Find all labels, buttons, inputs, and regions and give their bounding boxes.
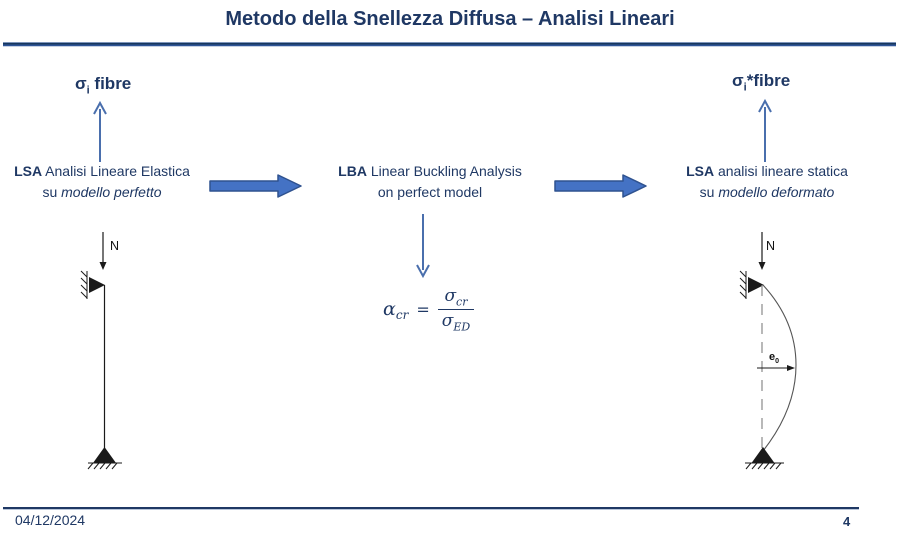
lba-line1: LBA Linear Buckling Analysis xyxy=(322,161,538,182)
up-arrow-icon xyxy=(758,98,772,162)
lsa-elastic-block: LSA Analisi Lineare Elastica su modello … xyxy=(2,161,202,203)
load-arrow-icon xyxy=(99,232,107,270)
eccentricity-dimension-line xyxy=(757,365,795,371)
formula-lhs: αcr xyxy=(383,298,408,322)
sigma-symbol: σ xyxy=(732,71,744,90)
equals-sign: = xyxy=(416,300,430,320)
lsa-tag: LSA xyxy=(686,163,715,179)
line2-prefix: on perfect model xyxy=(377,184,483,200)
eccentricity-subscript: 0 xyxy=(775,358,780,366)
line2-prefix: su xyxy=(42,184,62,200)
roller-support-icon xyxy=(80,270,105,299)
sigma-rest: fibre xyxy=(89,74,132,93)
line2-prefix: su xyxy=(699,184,719,200)
slide-title: Metodo della Snellezza Diffusa – Analisi… xyxy=(225,8,675,30)
up-arrow-icon xyxy=(93,100,107,162)
alpha-subscript: cr xyxy=(395,307,409,322)
lba-block: LBA Linear Buckling Analysis on perfect … xyxy=(322,161,538,203)
lsa-elastic-line2: su modello perfetto xyxy=(2,182,202,203)
sigma-subscript: i xyxy=(743,81,747,94)
title-divider xyxy=(3,42,896,47)
footer-date: 04/12/2024 xyxy=(15,512,86,528)
deformed-shape-curve xyxy=(762,284,797,452)
eccentricity-symbol: e xyxy=(769,351,776,363)
footer-divider xyxy=(3,507,859,509)
sigma-fibre-label-left: σi fibre xyxy=(75,74,131,96)
alpha-symbol: α xyxy=(383,297,396,320)
perfect-column-diagram xyxy=(80,232,122,470)
lsa-static-block: LSA analisi lineare statica su modello d… xyxy=(672,161,862,203)
lba-line1-text: Linear Buckling Analysis xyxy=(366,163,522,179)
lsa-elastic-line1: LSA Analisi Lineare Elastica xyxy=(2,161,202,182)
deformed-column-diagram xyxy=(739,232,797,470)
alpha-cr-formula: αcr = σcr σED xyxy=(383,286,475,334)
pin-support-icon xyxy=(745,447,784,470)
down-arrow-icon xyxy=(416,214,430,279)
lsa-line1-text: Analisi Lineare Elastica xyxy=(42,163,190,179)
roller-support-icon xyxy=(739,270,764,299)
block-arrow-right-icon xyxy=(554,174,647,198)
sigma-fibre-label-right: σi*fibre xyxy=(732,71,790,93)
eccentricity-label: e0 xyxy=(769,351,779,365)
lsa-static-line2: su modello deformato xyxy=(672,182,862,203)
sigma-cr-subscript: cr xyxy=(456,295,468,309)
formula-fraction: σcr σED xyxy=(437,286,475,334)
load-arrow-icon xyxy=(758,232,766,270)
block-arrow-right-icon xyxy=(209,174,302,198)
lsa-tag: LSA xyxy=(14,163,43,179)
lba-line2: on perfect model xyxy=(322,182,538,203)
pin-support-icon xyxy=(87,447,122,470)
line2-italic: modello deformato xyxy=(718,184,835,200)
sigma-symbol: σ xyxy=(444,286,457,306)
sigma-ed-subscript: ED xyxy=(453,320,471,334)
fraction-numerator: σcr xyxy=(440,286,471,308)
fraction-bar xyxy=(437,309,475,311)
sigma-symbol: σ xyxy=(75,74,87,93)
lsa-static-line1: LSA analisi lineare statica xyxy=(672,161,862,182)
axial-load-label: N xyxy=(766,239,776,253)
lba-tag: LBA xyxy=(338,163,367,179)
line2-italic: modello perfetto xyxy=(61,184,162,200)
fraction-denominator: σED xyxy=(438,311,474,333)
sigma-subscript: i xyxy=(86,84,90,97)
page-number: 4 xyxy=(843,514,851,529)
axial-load-label: N xyxy=(110,239,120,253)
lsa-line1-text: analisi lineare statica xyxy=(714,163,848,179)
sigma-symbol: σ xyxy=(441,311,454,332)
sigma-rest: *fibre xyxy=(746,71,791,90)
